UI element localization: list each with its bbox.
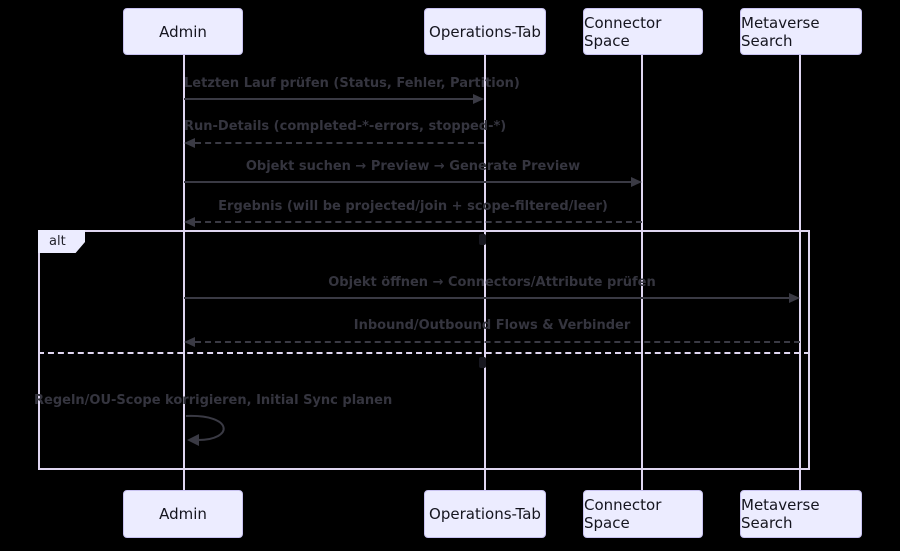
alt-frame-label: alt <box>38 230 85 253</box>
self-message-loop-icon <box>185 414 225 446</box>
actor-label: Operations-Tab <box>429 505 541 523</box>
actor-metaverse-search-top: Metaverse Search <box>740 8 862 55</box>
actor-label: Metaverse Search <box>741 13 820 50</box>
arrowhead-left-icon <box>184 217 195 227</box>
alt-frame <box>38 230 810 470</box>
message-arrow <box>195 221 642 223</box>
message-label: Inbound/Outbound Flows & Verbinder <box>353 318 631 333</box>
message-arrow <box>184 181 631 183</box>
actor-label: Connector Space <box>584 496 662 532</box>
message-label: Objekt öffnen → Connectors/Attribute prü… <box>328 275 656 290</box>
alt-else-divider <box>38 352 810 354</box>
lifeline-admin <box>183 55 185 490</box>
actor-label: Admin <box>159 22 207 41</box>
message-arrow <box>184 98 473 100</box>
actor-operations-tab-top: Operations-Tab <box>424 8 546 55</box>
actor-admin-bottom: Admin <box>123 490 243 538</box>
actor-metaverse-search-bottom: Metaverse Search <box>740 490 862 538</box>
actor-connector-space-bottom: Connector Space <box>583 490 703 538</box>
message-label: Letzten Lauf prüfen (Status, Fehler, Par… <box>184 76 520 91</box>
actor-label: Connector Space <box>584 13 662 50</box>
actor-operations-tab-bottom: Operations-Tab <box>424 490 546 538</box>
actor-admin-top: Admin <box>123 8 243 55</box>
message-arrow <box>195 142 484 144</box>
condition-text-fragment <box>479 234 486 245</box>
lifeline-operations-tab <box>484 55 486 490</box>
arrowhead-left-icon <box>184 337 195 347</box>
actor-connector-space-top: Connector Space <box>583 8 703 55</box>
message-arrow <box>184 297 789 299</box>
arrowhead-left-icon <box>184 138 195 148</box>
actor-label: Metaverse Search <box>741 496 820 532</box>
actor-label: Operations-Tab <box>429 22 541 41</box>
message-label: Objekt suchen → Preview → Generate Previ… <box>245 159 581 174</box>
lifeline-metaverse-search <box>799 55 801 490</box>
arrowhead-right-icon <box>473 94 484 104</box>
actor-label: Admin <box>159 505 207 523</box>
lifeline-connector-space <box>641 55 643 490</box>
message-label: Run-Details (completed-*-errors, stopped… <box>184 119 507 134</box>
arrowhead-right-icon <box>631 177 642 187</box>
condition-text-fragment <box>479 357 486 368</box>
message-arrow <box>195 341 800 343</box>
message-label: Regeln/OU-Scope korrigieren, Initial Syn… <box>34 393 393 408</box>
arrowhead-right-icon <box>789 293 800 303</box>
message-label: Ergebnis (will be projected/join + scope… <box>218 199 608 214</box>
